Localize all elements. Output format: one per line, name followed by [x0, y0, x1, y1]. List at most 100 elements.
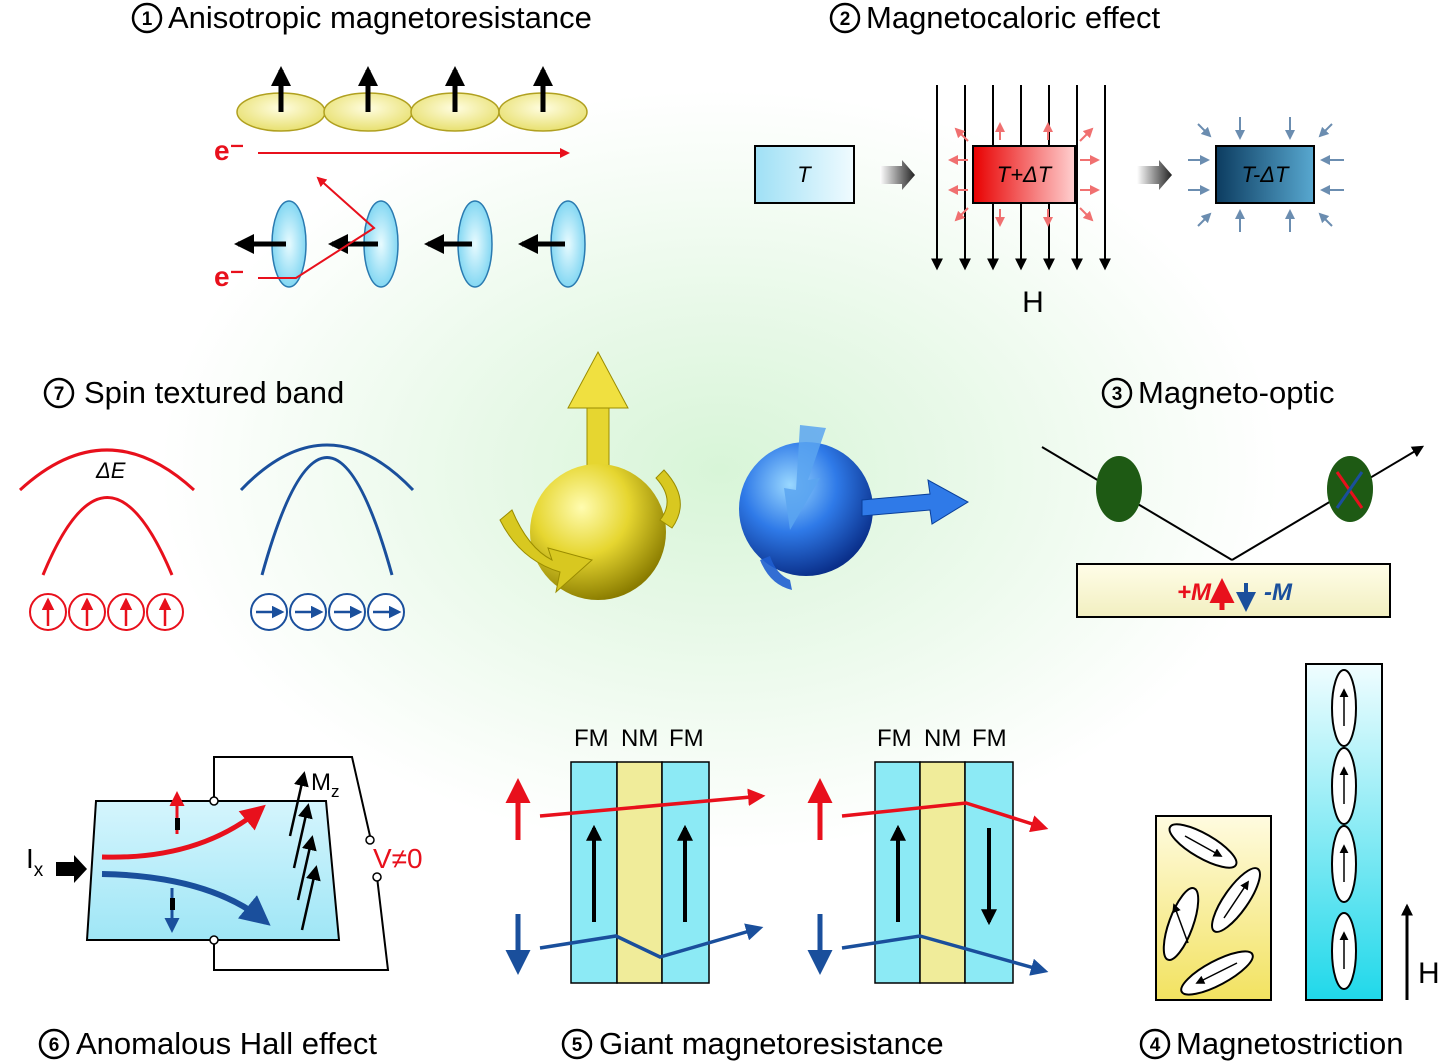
mo-minus-m-label: -M	[1264, 579, 1293, 606]
amr-electron-top: e⁻	[214, 135, 244, 166]
title-stb-text: Spin textured band	[84, 375, 344, 410]
badge-1	[131, 2, 163, 34]
ahe-current-symbol: I	[26, 843, 34, 874]
title-msx: 4 Magnetostriction	[1139, 1026, 1403, 1061]
gmr-ap-blue-path	[841, 934, 1049, 976]
amr-top-row	[236, 66, 588, 132]
ahe-voltage-terminal-bottom	[372, 872, 382, 882]
yellow-precession-tail	[655, 469, 681, 529]
amr-electron-bottom: e⁻	[214, 261, 244, 292]
stb-blue-spins	[250, 593, 405, 631]
gmr-p-fm-right: FM	[669, 725, 704, 752]
ahe-current-subscript: x	[34, 860, 44, 881]
title-ahe: 6 Anomalous Hall effect	[38, 1026, 377, 1061]
mo-rotation-blue	[1335, 471, 1364, 509]
mce-heat-in-arrows	[1188, 117, 1344, 232]
yellow-precession-arrow	[499, 509, 594, 594]
badge-2-number: 2	[840, 9, 851, 30]
gmr-p-nm: NM	[621, 725, 658, 752]
badge-5	[561, 1028, 593, 1060]
mce-box-initial	[754, 145, 855, 204]
title-msx-text: Magnetostriction	[1176, 1026, 1403, 1061]
gmr-ap-red-path	[841, 801, 1049, 833]
blue-precession-tail	[760, 556, 792, 590]
gmr-parallel-stack	[570, 761, 710, 984]
center-spin-spheres	[499, 350, 969, 600]
badge-6-number: 6	[49, 1035, 60, 1056]
msx-random-domains	[1162, 823, 1261, 996]
amr-bottom-row	[234, 200, 586, 288]
blue-spin-sphere	[739, 442, 873, 576]
title-mce: 2 Magnetocaloric effect	[829, 0, 1160, 35]
ahe-top-contact	[209, 796, 219, 806]
mce-box-initial-label: T	[797, 162, 812, 187]
ahe-spin-up-marker	[175, 818, 180, 830]
stb-red-lower-band	[41, 496, 174, 576]
gmr-p-fm-left: FM	[574, 725, 609, 752]
mce-box-cooled	[1215, 145, 1315, 204]
gmr-p-red-path	[539, 788, 766, 818]
badge-4-number: 4	[1150, 1035, 1161, 1056]
mce-step-arrow-2	[1137, 160, 1172, 190]
gmr-panel: FM NM FM FM NM FM	[505, 725, 1049, 984]
gmr-ap-fm-left: FM	[877, 725, 912, 752]
badge-5-number: 5	[572, 1035, 583, 1056]
ahe-magnetization-arrows	[288, 771, 321, 931]
badge-3	[1101, 377, 1133, 409]
mce-field-label: H	[1022, 286, 1044, 319]
ahe-red-deflection	[101, 804, 266, 860]
title-gmr: 5 Giant magnetoresistance	[561, 1026, 944, 1061]
amr-panel: e⁻ e⁻	[214, 66, 588, 292]
title-amr-text: Anisotropic magnetoresistance	[168, 0, 592, 35]
mo-reflected-beam	[1231, 445, 1425, 561]
badge-2	[829, 2, 861, 34]
ahe-hall-bar	[85, 800, 341, 941]
blue-spin-arrow	[861, 479, 969, 525]
ahe-mag-subscript: z	[331, 782, 340, 801]
badge-3-number: 3	[1112, 384, 1123, 405]
yellow-spin-sphere	[530, 464, 666, 600]
ahe-voltage-label: V≠0	[373, 843, 423, 874]
mce-box-heated-label: T+ΔT	[997, 162, 1053, 187]
title-amr: 1 Anisotropic magnetoresistance	[131, 0, 592, 35]
ahe-blue-deflection	[101, 871, 271, 926]
ahe-bottom-contact	[209, 935, 219, 945]
gmr-ap-fm-right: FM	[972, 725, 1007, 752]
badge-7	[43, 377, 75, 409]
ahe-panel: V≠0 Ix Mz	[26, 756, 423, 971]
mce-panel: T T+ΔT H T-ΔT	[754, 85, 1344, 319]
title-mce-text: Magnetocaloric effect	[866, 0, 1160, 35]
badge-1-number: 1	[142, 9, 153, 30]
badge-7-number: 7	[54, 384, 65, 405]
mce-box-heated	[972, 145, 1076, 204]
mce-box-cooled-label: T-ΔT	[1242, 162, 1291, 187]
mo-incident-polarization	[1096, 456, 1142, 522]
ahe-voltage-terminal-top	[365, 835, 375, 845]
msx-aligned-domains	[1331, 669, 1357, 990]
stb-panel: ΔE	[18, 443, 415, 631]
ahe-bottom-wire	[213, 876, 390, 971]
title-ahe-text: Anomalous Hall effect	[76, 1026, 377, 1061]
ahe-spin-down-marker	[170, 898, 175, 910]
ahe-mag-label: Mz	[311, 769, 340, 801]
title-gmr-text: Giant magnetoresistance	[599, 1026, 944, 1061]
msx-field-label: H	[1418, 957, 1440, 990]
title-mo-text: Magneto-optic	[1138, 375, 1334, 410]
stb-red-upper-band	[18, 448, 196, 492]
gmr-antiparallel-stack	[874, 761, 1014, 984]
stb-gap-label: ΔE	[95, 458, 126, 483]
mo-plus-m-label: +M	[1177, 579, 1212, 606]
mce-step-arrow-1	[880, 160, 915, 190]
stb-red-spins	[29, 593, 184, 631]
msx-panel: H	[1155, 663, 1440, 1001]
ahe-current-label: Ix	[26, 843, 44, 881]
stb-blue-outer-band	[239, 443, 415, 492]
title-mo: 3 Magneto-optic	[1101, 375, 1334, 410]
gmr-ap-nm: NM	[924, 725, 961, 752]
ahe-current-arrow	[56, 855, 87, 883]
stb-blue-inner-band	[260, 456, 394, 576]
ahe-mag-symbol: M	[311, 769, 331, 796]
blue-precession-arrow	[784, 425, 826, 530]
mo-sample	[1076, 563, 1391, 618]
